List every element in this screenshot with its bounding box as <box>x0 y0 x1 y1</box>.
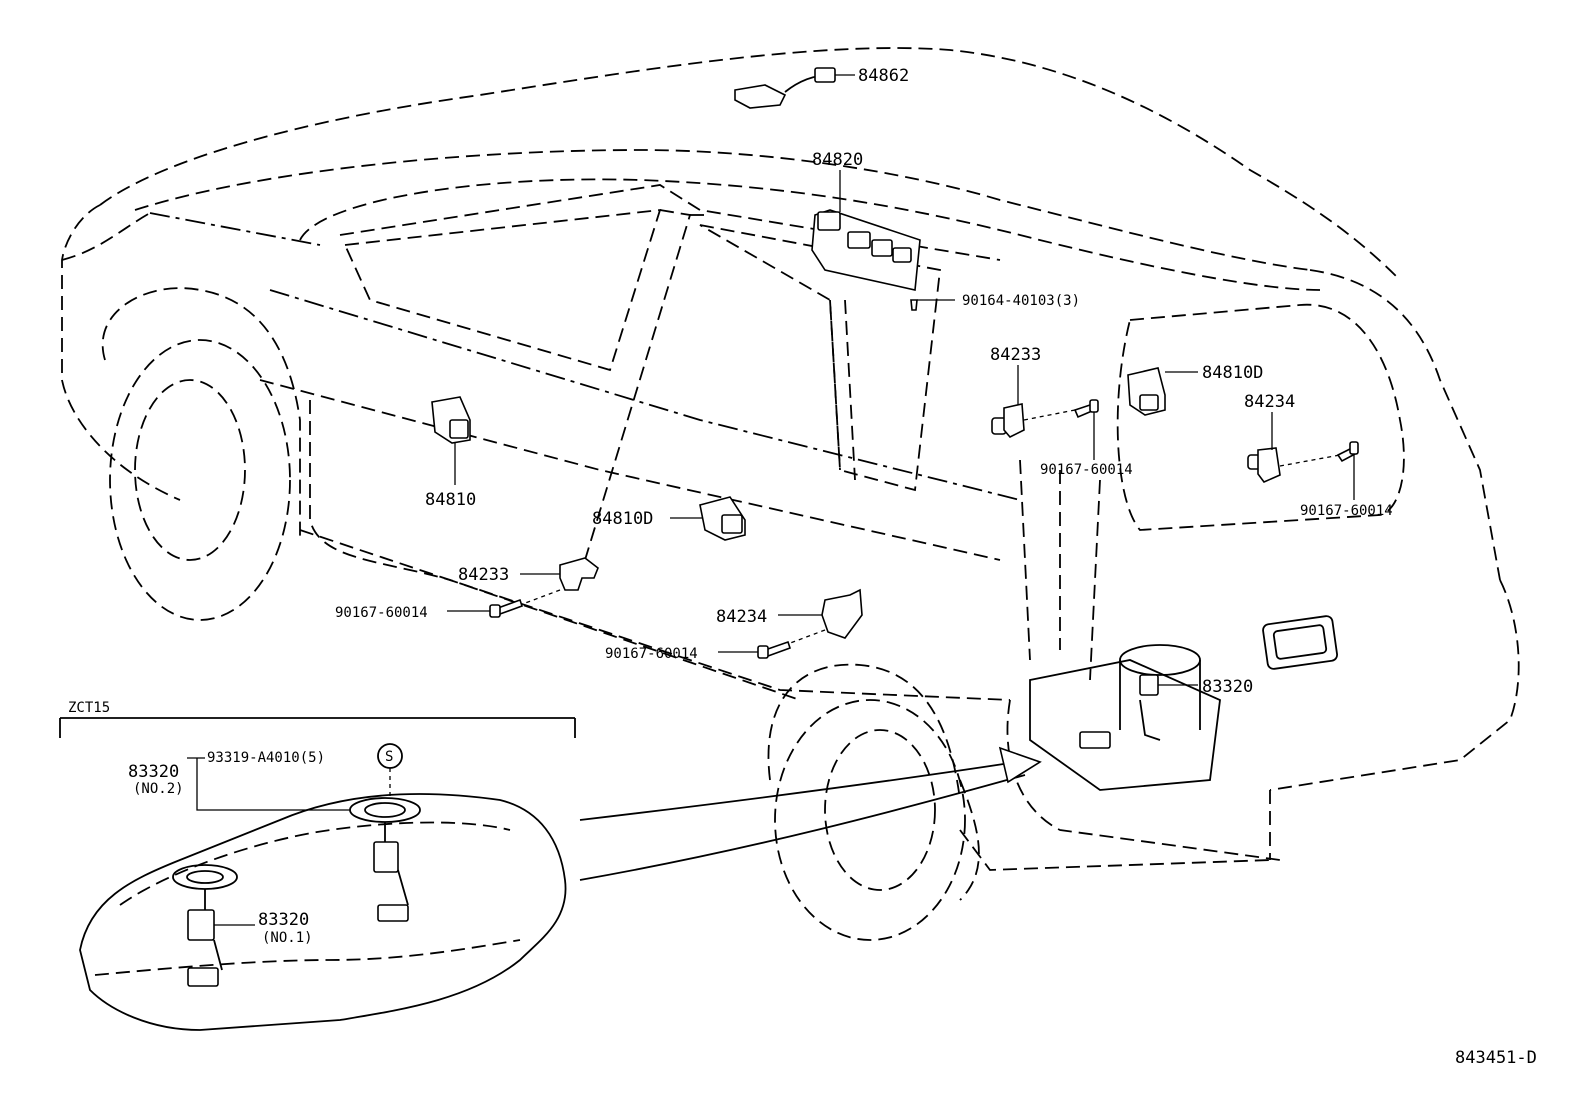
part-90167-screw-left <box>447 598 524 618</box>
label-s-symbol: S <box>385 749 393 765</box>
part-84810D-right-switch <box>1127 367 1198 416</box>
label-90167-left: 90167-60014 <box>335 605 428 621</box>
label-84233-left: 84233 <box>458 565 509 585</box>
label-90164: 90164-40103(3) <box>962 293 1080 309</box>
figure-id: 843451-D <box>1455 1048 1537 1068</box>
label-83320-no2: 83320 <box>128 762 179 782</box>
part-90164-screw <box>910 299 955 311</box>
label-84233-right: 84233 <box>990 345 1041 365</box>
part-90167-screw-right <box>1336 441 1359 500</box>
label-83320-no1-note: (NO.1) <box>262 930 313 946</box>
label-84820: 84820 <box>812 150 863 170</box>
callout-arrow <box>579 746 1042 881</box>
label-83320-no2-note: (NO.2) <box>133 781 184 797</box>
label-84862: 84862 <box>858 66 909 86</box>
label-84810: 84810 <box>425 490 476 510</box>
part-84862-sensor <box>734 67 855 109</box>
part-84810-front-switch <box>431 396 471 485</box>
label-90167-mid: 90167-60014 <box>1040 462 1133 478</box>
part-84233-right-switch <box>991 365 1076 438</box>
label-84810D-right: 84810D <box>1202 363 1263 383</box>
part-90167-screw-center <box>718 640 792 659</box>
label-90167-center: 90167-60014 <box>605 646 698 662</box>
label-83320-no1: 83320 <box>258 910 309 930</box>
label-inset-model: ZCT15 <box>68 700 110 716</box>
label-84234-center: 84234 <box>716 607 767 627</box>
label-90167-right: 90167-60014 <box>1300 503 1393 519</box>
part-84810D-center-switch <box>670 496 746 541</box>
part-84820-master-switch <box>811 170 921 291</box>
part-90167-screw-mid <box>1073 399 1099 460</box>
part-84234-center-switch <box>778 588 863 646</box>
label-84234-right: 84234 <box>1244 392 1295 412</box>
part-labels: 84862 84820 90164-40103(3) 84233 84810D … <box>68 66 1537 1068</box>
label-84810D-center: 84810D <box>592 509 653 529</box>
inset-zct15 <box>59 717 576 1031</box>
part-84234-right-switch <box>1247 412 1341 483</box>
part-84233-left-switch <box>519 557 599 606</box>
label-83320-right: 83320 <box>1202 677 1253 697</box>
part-83320-right-pump <box>1029 644 1221 791</box>
vehicle-outline <box>61 47 1520 941</box>
label-93319: 93319-A4010(5) <box>207 750 325 766</box>
